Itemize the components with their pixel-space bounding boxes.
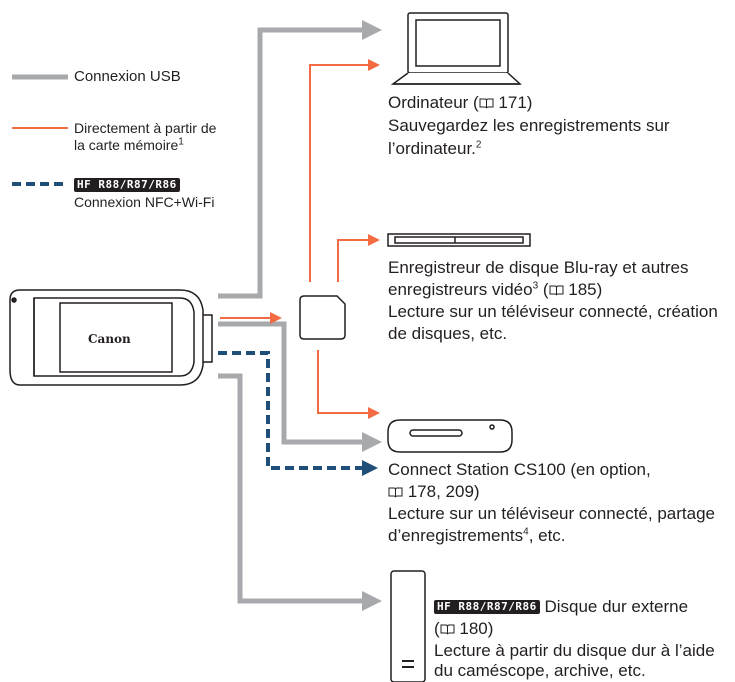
usb-line-computer <box>218 20 382 299</box>
card-line-station <box>317 350 380 419</box>
book-icon <box>388 487 403 498</box>
computer-desc-line1: Sauvegardez les enregistrements sur <box>388 116 670 135</box>
bluray-line4: de disques, etc. <box>388 324 508 343</box>
camera-brand-label: Canon <box>88 332 131 346</box>
usb-line-station <box>218 321 382 452</box>
legend-nfc-label: Connexion NFC+Wi-Fi <box>74 194 215 210</box>
external-hdd-icon <box>390 570 426 682</box>
hdd-title: HF R88/R87/R86 Disque dur externe <box>434 596 688 618</box>
card-line-computer <box>309 59 380 282</box>
station-line4: d’enregistrements4, etc. <box>388 526 566 545</box>
model-badge: HF R88/R87/R86 <box>434 600 540 614</box>
book-icon <box>440 624 455 635</box>
connect-station-icon <box>387 419 513 453</box>
bluray-line1: Enregistreur de disque Blu-ray et autres <box>388 258 689 277</box>
bluray-line2: enregistreurs vidéo3 ( 185) <box>388 280 603 299</box>
hdd-line4: du caméscope, archive, etc. <box>434 661 646 680</box>
station-line3: Lecture sur un téléviseur connecté, part… <box>388 504 715 523</box>
book-icon <box>549 285 564 296</box>
legend-card-label-line1: Directement à partir de <box>74 120 217 136</box>
legend-nfc-models: HF R88/R87/R86 <box>74 176 180 194</box>
nfc-line-station <box>218 351 378 476</box>
camcorder-icon <box>9 289 213 386</box>
station-line2: 178, 209) <box>388 481 480 503</box>
hdd-line3: Lecture à partir du disque dur à l’aide <box>434 641 715 660</box>
laptop-icon <box>390 12 522 85</box>
card-line-bluray <box>337 234 380 282</box>
hdd-page: ( 180) <box>434 619 494 638</box>
bluray-line3: Lecture sur un téléviseur connecté, créa… <box>388 302 718 321</box>
usb-line-hdd <box>218 373 382 611</box>
bluray-recorder-icon <box>387 233 531 247</box>
memory-card-icon <box>299 295 346 340</box>
station-line1: Connect Station CS100 (en option, <box>388 460 651 479</box>
computer-desc-line2: l’ordinateur.2 <box>388 139 482 158</box>
model-badge: HF R88/R87/R86 <box>74 178 180 192</box>
computer-title: Ordinateur ( 171) <box>388 93 533 112</box>
legend-card-label-line2: la carte mémoire1 <box>74 136 184 153</box>
book-icon <box>479 98 494 109</box>
legend-usb-label: Connexion USB <box>74 68 181 85</box>
